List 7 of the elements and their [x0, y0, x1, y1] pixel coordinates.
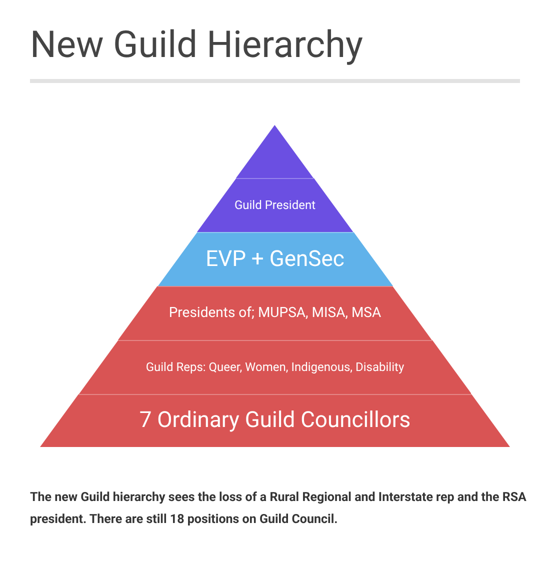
caption: The new Guild hierarchy sees the loss of a Rural Regional and Interstate rep and the RSA president. There are still 18 positions on Guild Council.	[30, 489, 528, 529]
tier-label: Presidents of; MUPSA, MISA, MSA	[168, 305, 382, 321]
tier-label: EVP + GenSec	[206, 246, 344, 272]
tier-label: Guild President	[234, 198, 316, 212]
tier-label: 7 Ordinary Guild Councillors	[139, 408, 411, 433]
title: New Guild Hierarchy	[30, 24, 364, 67]
tier-label: Guild Reps: Queer, Women, Indigenous, Disability	[146, 360, 404, 374]
